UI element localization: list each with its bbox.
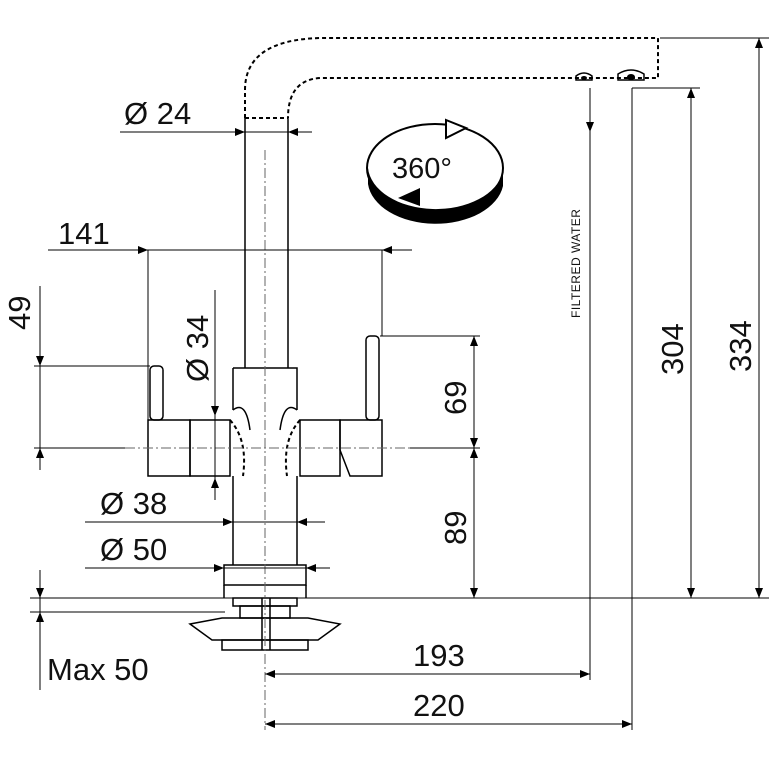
dim-total-reach: 220 (265, 688, 632, 728)
mounting-max-label: Max 50 (47, 652, 149, 687)
filtered-water-label: FILTERED WATER (569, 209, 583, 318)
filtered-height-label: 304 (655, 323, 690, 375)
lever-spacing-label: 141 (58, 216, 110, 251)
lever-height-label: 49 (2, 296, 37, 330)
spout-diameter-label: Ø 24 (124, 96, 191, 131)
dim-filtered-height: 304 (632, 87, 700, 598)
body-diameter-label: Ø 34 (180, 315, 215, 382)
base-height-label: 89 (438, 511, 473, 545)
dim-filtered-water-line: FILTERED WATER (569, 88, 594, 680)
filtered-reach-label: 193 (413, 638, 465, 673)
dim-mounting-max: Max 50 (36, 570, 149, 690)
center-lines (125, 150, 410, 730)
dim-filtered-reach: 193 (265, 638, 590, 678)
rotation-label: 360° (392, 153, 452, 185)
dim-total-height: 334 (660, 37, 769, 598)
lower-diameter-label: Ø 38 (100, 486, 167, 521)
dim-base-height: 89 (438, 448, 478, 598)
rotation-360-icon: 360° (366, 118, 504, 224)
dim-lever-height: 49 (2, 286, 150, 470)
base-diameter-label: Ø 50 (100, 532, 167, 567)
total-reach-label: 220 (413, 688, 465, 723)
total-height-label: 334 (723, 320, 758, 372)
dim-spout-diameter: Ø 24 (120, 96, 312, 136)
dim-lower-diameter: Ø 38 (85, 486, 325, 526)
lever-offset-label: 69 (438, 381, 473, 415)
dim-lever-offset: 69 (380, 335, 480, 449)
dim-base-diameter: Ø 50 (85, 532, 330, 572)
dim-body-diameter: Ø 34 (180, 290, 219, 500)
dim-lever-spacing: 141 (48, 216, 412, 420)
